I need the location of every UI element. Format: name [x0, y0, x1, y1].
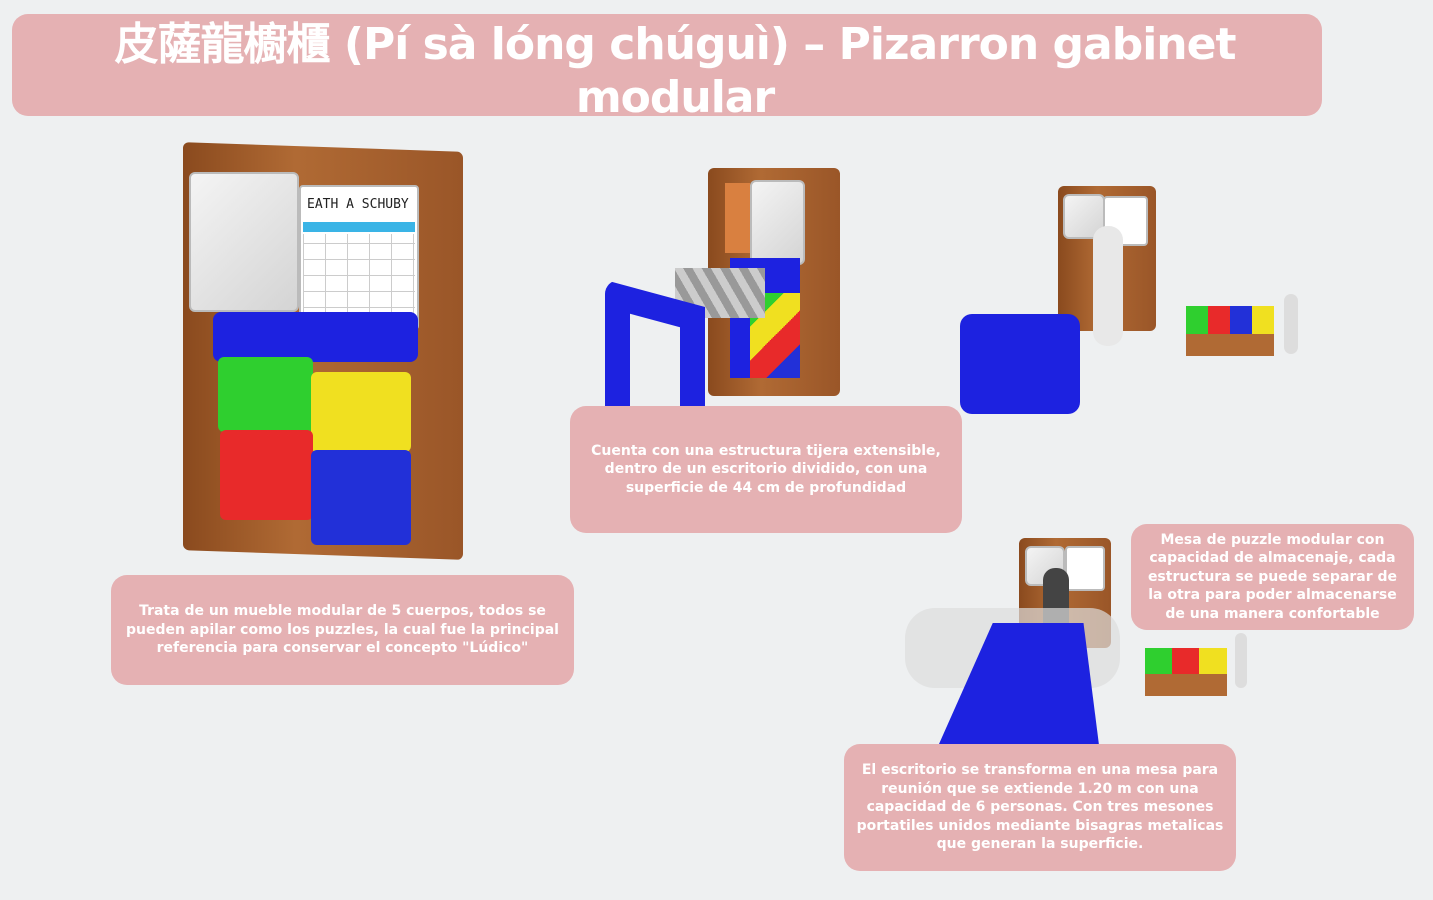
puzzle-red	[220, 430, 313, 520]
caption-scissor-desk: Cuenta con una estructura tijera extensi…	[570, 406, 962, 533]
caption-cabinet: Trata de un mueble modular de 5 cuerpos,…	[111, 575, 574, 685]
calendar-label: EATH A SCHUBY	[307, 197, 409, 212]
scissor-desk-render	[605, 168, 845, 416]
slide-title: 皮薩龍櫥櫃 (Pí sà lóng chúguì) – Pizarron gab…	[12, 14, 1322, 123]
puzzle-blue	[311, 450, 411, 545]
puzzle-yellow	[311, 372, 411, 452]
whiteboard	[189, 172, 299, 312]
meeting-render	[905, 538, 1255, 753]
puzzle-green	[218, 357, 313, 432]
person-figure	[1093, 226, 1123, 346]
caption-meeting-table: El escritorio se transforma en una mesa …	[844, 744, 1236, 871]
reception-render	[958, 186, 1308, 416]
calendar-board: EATH A SCHUBY	[299, 185, 419, 330]
caption-puzzle-table: Mesa de puzzle modular con capacidad de …	[1131, 524, 1414, 630]
cabinet-render: EATH A SCHUBY	[183, 142, 463, 560]
